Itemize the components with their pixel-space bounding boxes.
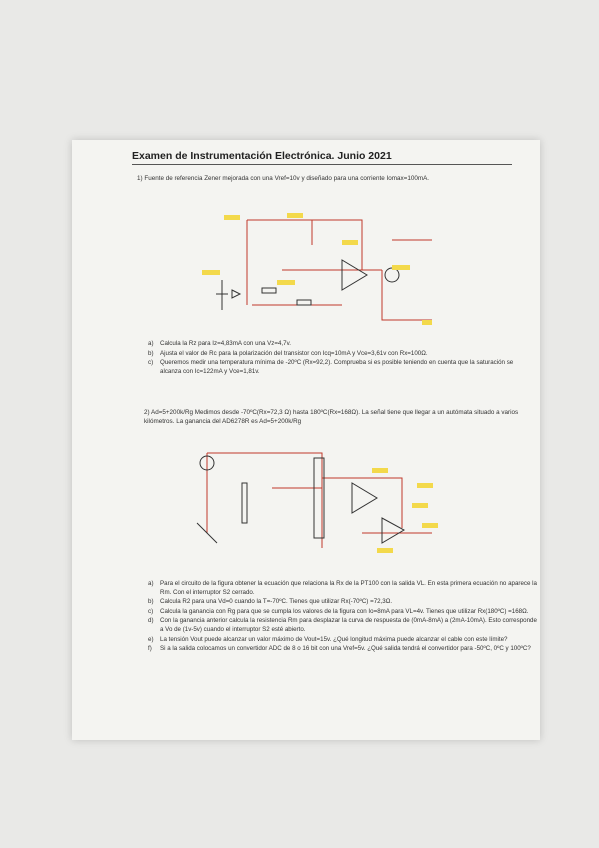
exam-title: Examen de Instrumentación Electrónica. J… [132,150,512,165]
exam-sheet: Examen de Instrumentación Electrónica. J… [72,140,540,740]
list-item: b)Calcula R2 para una Vd=0 cuando la T=-… [148,598,393,606]
list-item: c)Calcula la ganancia con Rg para que se… [148,607,529,615]
list-item: b)Ajusta el valor de Rc para la polariza… [148,349,428,357]
list-item: f)Si a la salida colocamos un convertido… [148,645,531,653]
list-item: a)Calcula la Rz para Iz=4,83mA con una V… [148,340,291,347]
list-item: c)Queremos medir una temperatura mínima … [148,359,514,375]
zener-circuit-schematic [202,213,432,325]
list-item: a)Para el circuito de la figura obtener … [148,580,537,596]
list-item: d)Con la ganancia anterior calcula la re… [148,617,537,633]
question-1-items: a)Calcula la Rz para Iz=4,83mA con una V… [148,340,528,377]
list-item: e)La tensión Vout puede alcanzar un valo… [148,635,508,643]
question-2-items: a)Para el circuito de la figura obtener … [148,580,538,655]
pt100-circuit-schematic [196,452,438,553]
question-2-statement: 2) Ad=5+200k/Rg Medimos desde -70ºC(Rx=7… [144,409,519,425]
question-1-statement: 1) Fuente de referencia Zener mejorada c… [137,175,430,182]
